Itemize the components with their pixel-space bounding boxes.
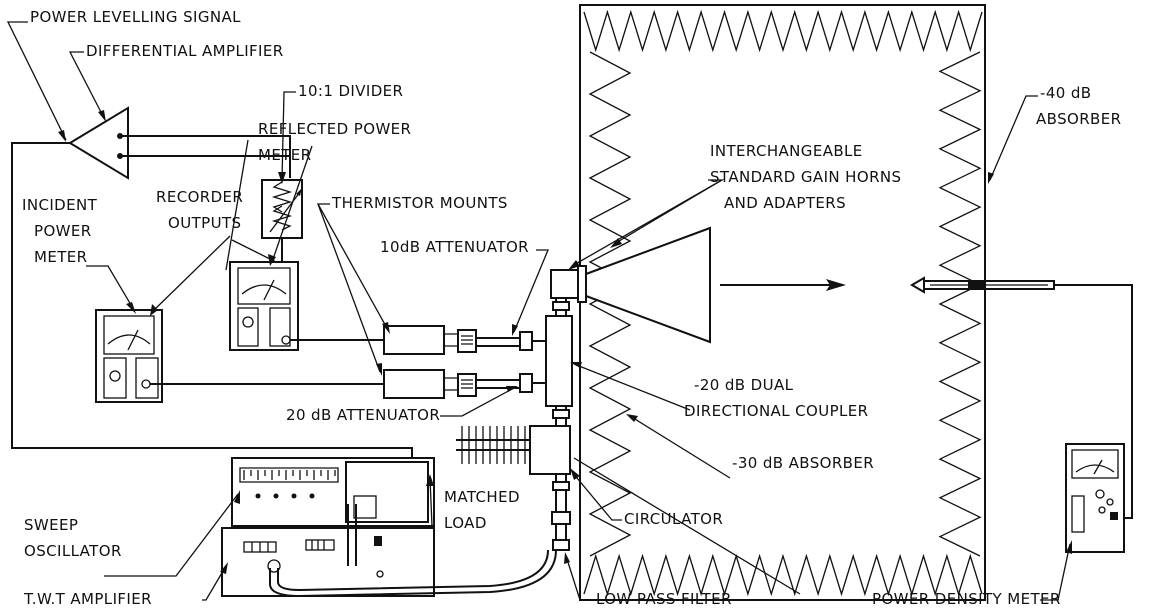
label-10-1-divider: 10:1 DIVIDER (298, 82, 403, 100)
label-incident-power-meter-line3: METER (34, 248, 87, 266)
labels: POWER LEVELLING SIGNAL DIFFERENTIAL AMPL… (22, 8, 1121, 608)
label-horns-line1: INTERCHANGEABLE (710, 142, 863, 160)
field-probe (910, 276, 1055, 294)
power-density-meter (1065, 443, 1125, 553)
differential-amplifier (68, 106, 129, 180)
label-horns-line2: STANDARD GAIN HORNS (710, 168, 901, 186)
label-30db-absorber: -30 dB ABSORBER (732, 454, 874, 472)
label-40db-absorber-line1: -40 dB (1040, 84, 1091, 102)
sweep-oscillator (231, 457, 435, 527)
label-thermistor-mounts: THERMISTOR MOUNTS (331, 194, 508, 212)
label-horns-line3: AND ADAPTERS (724, 194, 846, 212)
osc-twt-link (347, 504, 357, 566)
probe-cable (1054, 284, 1133, 519)
absorber-left-zigzag (588, 51, 632, 557)
reflected-power-meter (229, 261, 299, 351)
incident-power-meter (95, 309, 163, 403)
absorber-top-zigzag (583, 9, 983, 53)
label-matched-load-line2: LOAD (444, 514, 487, 532)
label-10db-attenuator: 10dB ATTENUATOR (380, 238, 529, 256)
horn-adapter (550, 269, 580, 299)
label-recorder-outputs-line1: RECORDER (156, 188, 243, 206)
absorber-bottom-zigzag (583, 553, 983, 597)
label-incident-power-meter-line2: POWER (34, 222, 92, 240)
low-pass-filter (551, 511, 571, 525)
dual-directional-coupler (532, 315, 573, 407)
circulator-block (529, 425, 571, 475)
standard-gain-horn (585, 226, 711, 344)
absorber-right-zigzag (938, 51, 982, 557)
label-reflected-power-meter-line2: METER (258, 146, 311, 164)
twt-amplifier (221, 527, 435, 597)
label-circulator: CIRCULATOR (624, 510, 723, 528)
label-sweep-oscillator-line1: SWEEP (24, 516, 78, 534)
label-coupler-line1: -20 dB DUAL (694, 376, 794, 394)
label-twt-amplifier: T.W.T AMPLIFIER (23, 590, 152, 608)
twt-output-cable (269, 549, 557, 598)
label-coupler-line2: DIRECTIONAL COUPLER (684, 402, 869, 420)
thermistor-mount-lower (383, 369, 477, 399)
label-power-levelling-signal: POWER LEVELLING SIGNAL (30, 8, 241, 26)
leader-lines (6, 21, 1072, 601)
label-reflected-power-meter-line1: REFLECTED POWER (258, 120, 411, 138)
label-differential-amplifier: DIFFERENTIAL AMPLIFIER (86, 42, 284, 60)
label-recorder-outputs-line2: OUTPUTS (168, 214, 241, 232)
thermistor-mount-upper (383, 325, 477, 355)
label-low-pass-filter: LOW PASS FILTER (596, 590, 732, 608)
amplifier-triangle (68, 106, 129, 180)
amp-to-divider-wire (120, 135, 291, 178)
label-power-density-meter: POWER DENSITY METER (872, 590, 1061, 608)
label-incident-power-meter-line1: INCIDENT (22, 196, 98, 214)
label-20db-attenuator: 20 dB ATTENUATOR (286, 406, 440, 424)
label-sweep-oscillator-line2: OSCILLATOR (24, 542, 122, 560)
label-40db-absorber-line2: ABSORBER (1036, 110, 1121, 128)
label-matched-load-line1: MATCHED (444, 488, 520, 506)
divider-box (261, 179, 303, 266)
matched-load (456, 426, 530, 464)
